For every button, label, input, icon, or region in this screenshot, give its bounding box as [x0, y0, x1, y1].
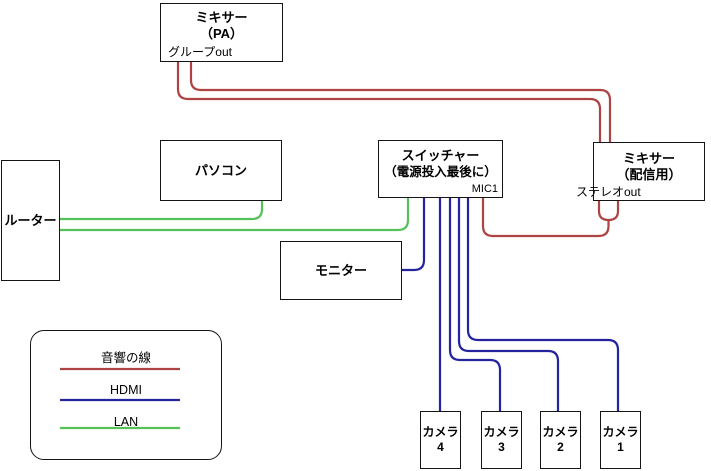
edge-audio-pa-to-stream-2 — [176, 62, 602, 142]
node-monitor: モニター — [280, 241, 402, 300]
node-switcher: スイッチャー （電源投入最後に） MIC1 — [378, 140, 503, 198]
camera-1-name: カメラ — [602, 425, 639, 439]
camera-4-name: カメラ — [422, 425, 459, 439]
node-mixer-stream: ミキサー （配信用） ステレオout — [576, 142, 705, 201]
legend-box: 音響の線 HDMI LAN — [30, 330, 222, 460]
mixer-pa-port-group-out: グループout — [168, 45, 232, 59]
camera-2-number: 2 — [557, 440, 564, 454]
edge-hdmi-camera2-to-switcher — [457, 198, 560, 411]
edge-audio-stream-to-switcher-mic1 — [481, 198, 610, 238]
node-mixer-pa: ミキサー （PA） グループout — [160, 3, 283, 62]
router-label: ルーター — [4, 212, 57, 228]
edge-lan-router-to-pc — [60, 201, 264, 221]
camera-3-number: 3 — [498, 440, 505, 454]
switcher-port-mic1: MIC1 — [471, 183, 498, 195]
camera-4-number: 4 — [437, 440, 444, 454]
edge-hdmi-camera3-to-switcher — [448, 198, 502, 411]
node-router: ルーター — [1, 160, 60, 281]
mixer-pa-label-line1: ミキサー — [195, 10, 248, 25]
edge-hdmi-camera1-to-switcher — [466, 198, 620, 411]
edge-audio-pa-to-stream-1 — [189, 62, 612, 142]
camera-1-number: 1 — [617, 440, 624, 454]
node-camera-2: カメラ 2 — [540, 411, 581, 469]
node-camera-3: カメラ 3 — [481, 411, 522, 469]
legend-label-lan: LAN — [113, 415, 139, 429]
mixer-stream-port-stereo-out: ステレオout — [576, 185, 641, 199]
legend-label-hdmi: HDMI — [110, 383, 142, 397]
legend-label-audio: 音響の線 — [100, 351, 151, 365]
node-camera-4: カメラ 4 — [420, 411, 461, 469]
node-pc: パソコン — [160, 140, 282, 201]
mixer-pa-label-line2: （PA） — [199, 26, 244, 41]
monitor-label: モニター — [314, 262, 367, 278]
switcher-label-line2: （電源投入最後に） — [384, 165, 497, 179]
edge-lan-router-to-switcher — [60, 198, 410, 232]
edge-hdmi-switcher-to-monitor — [402, 198, 426, 272]
mixer-stream-label-line2: （配信用） — [616, 167, 682, 182]
camera-3-name: カメラ — [483, 425, 520, 439]
mixer-stream-label-line1: ミキサー — [622, 151, 675, 166]
switcher-label-line1: スイッチャー — [401, 148, 480, 163]
node-camera-1: カメラ 1 — [600, 411, 641, 469]
camera-2-name: カメラ — [542, 425, 579, 439]
pc-label: パソコン — [194, 162, 247, 178]
edge-audio-stereo-out-join — [597, 201, 620, 222]
